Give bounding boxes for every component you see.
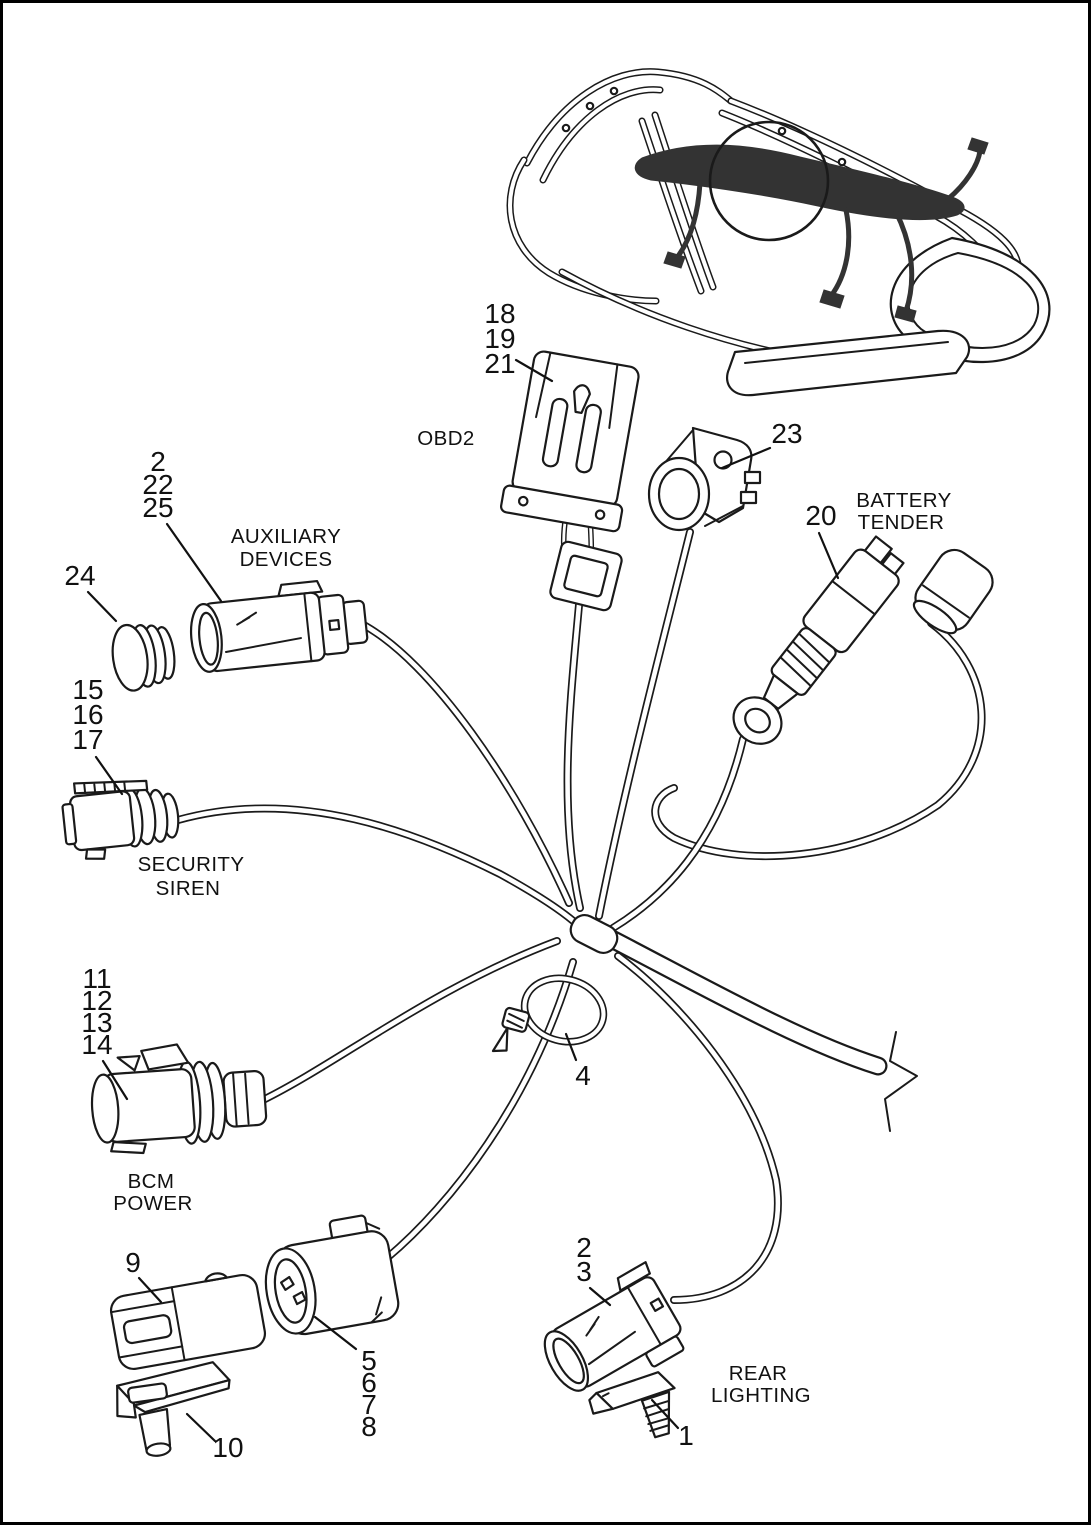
label-battery: BATTERY <box>856 489 951 512</box>
callout-4: 4 <box>575 1060 591 1091</box>
connector-housing <box>109 1272 267 1371</box>
harness-wires <box>174 512 986 1304</box>
callout-18: 18 <box>484 298 515 329</box>
callout-14: 14 <box>81 1029 112 1060</box>
callout-15: 15 <box>72 674 103 705</box>
callout-6: 6 <box>361 1367 377 1398</box>
label-siren: SIREN <box>156 877 221 900</box>
callout-22: 22 <box>142 469 173 500</box>
auxiliary-connector <box>189 579 369 673</box>
harness-junction <box>569 914 619 954</box>
push-in-fastener <box>588 1371 676 1439</box>
cable-strap <box>491 974 608 1053</box>
label-devices: DEVICES <box>240 548 333 571</box>
callout-12: 12 <box>81 985 112 1016</box>
label-security: SECURITY <box>138 853 245 876</box>
label-bcm: BCM <box>128 1170 175 1193</box>
callout-5: 5 <box>361 1345 377 1376</box>
lighting-connector <box>264 1214 400 1336</box>
detail-highlight-circle <box>708 120 830 242</box>
label-auxiliary: AUXILIARY <box>231 525 341 548</box>
callout-16: 16 <box>72 699 103 730</box>
harness-band <box>634 144 965 221</box>
part-labels: OBD2 BATTERY TENDER AUXILIARY DEVICES SE… <box>113 427 951 1407</box>
label-rear: REAR <box>729 1362 788 1385</box>
motorcycle-frame-illustration <box>506 68 1051 397</box>
callout-17: 17 <box>72 724 103 755</box>
obd2-bracket-connector <box>647 426 762 532</box>
label-obd2: OBD2 <box>417 427 474 450</box>
obd2-mounting-clip <box>549 540 623 612</box>
label-tender: TENDER <box>858 511 945 534</box>
bcm-power-connector <box>90 1043 268 1155</box>
callout-10: 10 <box>212 1432 243 1463</box>
obd2-connector <box>500 350 640 533</box>
callout-1: 1 <box>678 1420 694 1451</box>
callout-numbers: 18 19 21 23 20 2 22 25 24 15 16 17 11 12… <box>64 298 836 1463</box>
callout-23: 23 <box>771 418 802 449</box>
callout-19: 19 <box>484 323 515 354</box>
callout-rear-3: 3 <box>576 1256 592 1287</box>
callout-20: 20 <box>805 500 836 531</box>
callout-24: 24 <box>64 560 95 591</box>
callout-rear-2: 2 <box>576 1232 592 1263</box>
battery-tender-cap <box>912 548 994 635</box>
callout-11: 11 <box>82 963 111 994</box>
sealing-cap <box>111 623 176 692</box>
callout-7: 7 <box>361 1389 377 1420</box>
battery-tender-connector <box>732 535 905 745</box>
callout-25: 25 <box>142 492 173 523</box>
callout-13: 13 <box>81 1007 112 1038</box>
callout-leader-lines <box>86 358 840 1443</box>
security-siren-connector <box>61 779 180 860</box>
callout-21: 21 <box>484 348 515 379</box>
callout-2: 2 <box>150 446 166 477</box>
rear-lighting-connector <box>543 1261 685 1392</box>
label-power: POWER <box>113 1192 192 1215</box>
harness-break-symbol <box>884 1031 918 1132</box>
callout-8: 8 <box>361 1411 377 1442</box>
connector-cover <box>116 1361 231 1457</box>
label-lighting: LIGHTING <box>711 1384 811 1407</box>
callout-9: 9 <box>125 1247 141 1278</box>
